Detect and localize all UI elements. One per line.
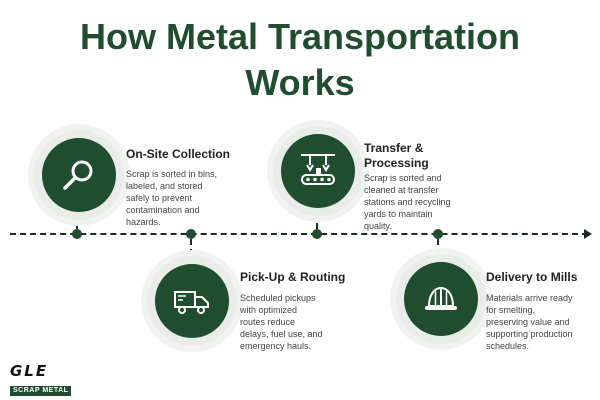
logo-subtitle: SCRAP METAL <box>10 386 72 396</box>
step-2-description: Scheduled pickups with optimized routes … <box>240 293 323 351</box>
company-logo: GLE SCRAP METAL <box>10 362 96 396</box>
timeline-dot-1 <box>72 229 82 239</box>
title-line-2: Works <box>245 62 355 103</box>
step-4-title: Delivery to Mills <box>486 270 578 284</box>
timeline-arrowhead <box>584 229 592 239</box>
timeline-dot-4 <box>433 229 443 239</box>
timeline-dot-2 <box>186 229 196 239</box>
timeline-dot-3 <box>312 229 322 239</box>
step-4-node <box>396 254 486 344</box>
step-2-node <box>147 256 237 346</box>
connector-2 <box>190 239 192 255</box>
logo-mark: GLE <box>10 362 49 380</box>
truck-icon <box>174 291 209 314</box>
step-1-title: On-Site Collection <box>126 147 231 161</box>
step-3-node <box>273 126 363 216</box>
step-1-node <box>34 130 124 220</box>
connector-4 <box>437 239 439 255</box>
hard-hat-icon <box>425 286 457 310</box>
connector-3 <box>316 206 318 229</box>
timeline-axis <box>10 233 588 235</box>
step-3-description: Scrap is sorted and cleaned at transfer … <box>364 173 451 231</box>
step-4-description: Materials arrive ready for smelting, pre… <box>486 293 573 351</box>
step-1-description: Scrap is sorted in bins, labeled, and st… <box>126 169 218 227</box>
step-2-title: Pick-Up & Routing <box>240 270 346 284</box>
title-line-1: How Metal Transportation <box>79 16 521 57</box>
conveyor-icon <box>301 154 335 185</box>
magnifier-icon <box>63 160 93 190</box>
page-title: How Metal Transportation Works <box>0 14 600 106</box>
step-3-title: Transfer & Processing <box>364 141 429 170</box>
